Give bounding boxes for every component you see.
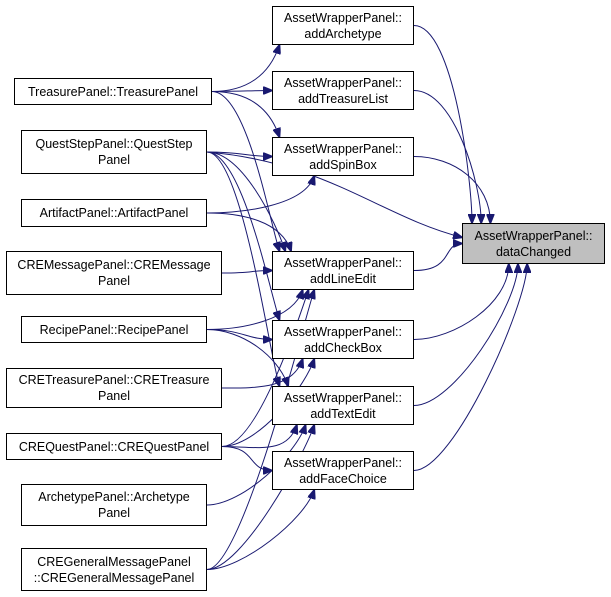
node-label-line: dataChanged (495, 244, 572, 259)
node-label-line: AssetWrapperPanel:: (284, 141, 402, 156)
node-label-line: addArchetype (304, 26, 382, 41)
node-label-line: TreasurePanel::TreasurePanel (28, 84, 198, 99)
node-label-line: RecipePanel::RecipePanel (39, 322, 189, 337)
edge-questStepPanel-to-addSpinBox (206, 151, 272, 157)
node-label-line: AssetWrapperPanel:: (284, 10, 402, 25)
node-label-line: AssetWrapperPanel:: (284, 75, 402, 90)
edge-addTextEdit-to-dataChanged (413, 264, 518, 406)
node-label-line: Panel (98, 389, 130, 403)
node-label-line: AssetWrapperPanel:: (474, 228, 593, 243)
edge-addCheckBox-to-dataChanged (413, 264, 509, 340)
edge-questStepPanel-to-dataChanged (206, 151, 462, 237)
edge-addLineEdit-to-dataChanged (413, 244, 462, 271)
node-recipe-panel[interactable]: RecipePanel::RecipePanel (21, 316, 207, 343)
edge-questStepPanel-to-addLineEdit (206, 151, 285, 251)
node-label-line: AssetWrapperPanel:: (284, 390, 402, 405)
node-add-treasure-list[interactable]: AssetWrapperPanel::addTreasureList (272, 71, 414, 110)
node-label-line: addTreasureList (298, 91, 388, 106)
edge-recipePanel-to-addLineEdit (206, 290, 303, 330)
node-label-line: CRETreasurePanel::CRETreasure (18, 373, 210, 387)
node-add-line-edit[interactable]: AssetWrapperPanel::addLineEdit (272, 251, 414, 290)
node-add-face-choice[interactable]: AssetWrapperPanel::addFaceChoice (272, 451, 414, 490)
edge-treasurePanel-to-addLineEdit (211, 91, 279, 252)
edge-creGeneralMessagePanel-to-addTextEdit (206, 425, 314, 570)
node-label-line: Panel (98, 506, 130, 520)
node-label-line: AssetWrapperPanel:: (284, 324, 402, 339)
node-label-line: addCheckBox (304, 340, 382, 355)
node-label-line: Panel (98, 274, 130, 288)
edge-addTreasureList-to-dataChanged (413, 90, 481, 224)
edge-artifactPanel-to-addSpinBox (206, 176, 314, 214)
node-label-line: addLineEdit (309, 271, 377, 286)
node-label-line: ArtifactPanel::ArtifactPanel (39, 206, 189, 220)
edge-artifactPanel-to-addLineEdit (206, 212, 291, 251)
edge-addArchetype-to-dataChanged (413, 25, 472, 224)
node-label-line: AssetWrapperPanel:: (284, 455, 402, 470)
node-add-check-box[interactable]: AssetWrapperPanel::addCheckBox (272, 320, 414, 359)
node-artifact-panel[interactable]: ArtifactPanel::ArtifactPanel (21, 199, 207, 227)
edge-creQuestPanel-to-addTextEdit (221, 425, 297, 449)
node-cre-quest-panel[interactable]: CREQuestPanel::CREQuestPanel (6, 433, 222, 460)
edge-creQuestPanel-to-addFaceChoice (221, 446, 272, 471)
edge-creMessagePanel-to-addLineEdit (221, 271, 272, 274)
edge-archetypePanel-to-addTextEdit (206, 425, 306, 506)
edge-treasurePanel-to-addSpinBox (211, 91, 279, 138)
edge-questStepPanel-to-addCheckBox (206, 151, 279, 320)
node-treasure-panel[interactable]: TreasurePanel::TreasurePanel (14, 78, 212, 105)
edge-addFaceChoice-to-dataChanged (413, 264, 527, 471)
node-label-line: ArchetypePanel::Archetype (38, 490, 190, 504)
node-add-text-edit[interactable]: AssetWrapperPanel::addTextEdit (272, 386, 414, 425)
node-cre-general-message-panel[interactable]: CREGeneralMessagePanel::CREGeneralMessag… (21, 548, 207, 591)
edge-creTreasurePanel-to-addCheckBox (221, 359, 303, 389)
edge-addSpinBox-to-dataChanged (413, 156, 490, 224)
node-label-line: CREGeneralMessagePanel (37, 554, 191, 569)
node-label-line: ::CREGeneralMessagePanel (33, 570, 195, 585)
node-label-line: CREQuestPanel::CREQuestPanel (18, 439, 210, 454)
node-label-line: addTextEdit (310, 406, 376, 421)
node-data-changed: AssetWrapperPanel::dataChanged (462, 223, 605, 264)
node-label-line: QuestStepPanel::QuestStep (35, 137, 193, 151)
edge-recipePanel-to-addTextEdit (206, 329, 288, 387)
node-label-line: CREMessagePanel::CREMessage (17, 258, 211, 272)
node-label-line: addFaceChoice (299, 471, 387, 486)
node-label-line: AssetWrapperPanel:: (284, 255, 402, 270)
node-add-spin-box[interactable]: AssetWrapperPanel::addSpinBox (272, 137, 414, 176)
edge-creGeneralMessagePanel-to-addFaceChoice (206, 490, 314, 570)
edge-creGeneralMessagePanel-to-addLineEdit (206, 290, 314, 570)
edge-creQuestPanel-to-addLineEdit (221, 290, 308, 447)
node-label-line: Panel (98, 153, 130, 167)
node-add-archetype[interactable]: AssetWrapperPanel::addArchetype (272, 6, 414, 45)
edge-recipePanel-to-addCheckBox (206, 329, 272, 340)
edge-questStepPanel-to-addTextEdit (206, 151, 279, 386)
edge-treasurePanel-to-addArchetype (211, 45, 279, 92)
node-label-line: addSpinBox (309, 157, 377, 172)
